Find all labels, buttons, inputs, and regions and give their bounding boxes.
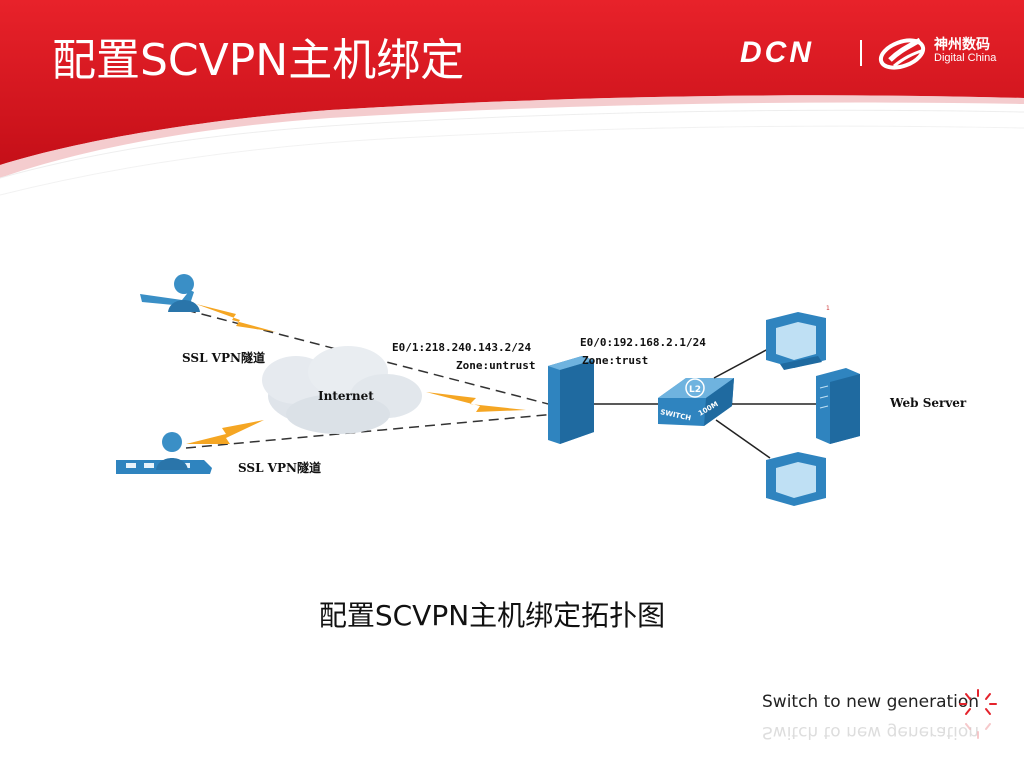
- trust-zone-label: Zone:trust: [582, 354, 648, 367]
- lightning-right: [426, 392, 526, 412]
- company-name-cn: 神州数码: [934, 37, 990, 53]
- tunnel-line-bottom: [185, 413, 557, 449]
- untrust-interface-label: E0/1:218.240.143.2/24: [392, 341, 531, 354]
- cloud-label: Internet: [318, 389, 374, 403]
- tunnel-label-bottom: SSL VPN隧道: [238, 460, 321, 475]
- diagram-marker: 1: [826, 305, 830, 312]
- burst-icon: [959, 689, 997, 739]
- lightning-bottom-left: [186, 420, 264, 444]
- server-label: Web Server: [889, 396, 967, 410]
- untrust-zone-label: Zone:untrust: [456, 359, 535, 372]
- firewall-icon: [548, 356, 594, 444]
- user-icon: [168, 274, 200, 312]
- link-switch-pc-bottom: [715, 419, 771, 459]
- trust-interface-label: E0/0:192.168.2.1/24: [580, 336, 706, 349]
- remote-user-train: [116, 432, 212, 474]
- user-icon: [156, 432, 188, 470]
- pc-icon: [766, 312, 826, 370]
- link-switch-pc-top: [713, 347, 771, 379]
- slogan-reflection: Switch to new generation: [762, 722, 980, 742]
- tunnel-label-top: SSL VPN隧道: [182, 350, 265, 365]
- topology-diagram: Internet SSL VPN隧道 SSL VPN隧道 E0/1:218.24…: [86, 248, 1002, 510]
- remote-user-plane: [140, 274, 200, 312]
- header-banner: [0, 0, 1024, 196]
- internet-cloud-icon: [262, 346, 422, 434]
- pc-icon: [766, 452, 826, 506]
- slogan: Switch to new generation: [762, 692, 980, 712]
- logo-divider: [860, 40, 862, 66]
- company-name-en: Digital China: [934, 52, 997, 64]
- server-icon: [816, 368, 860, 444]
- switch-icon: [658, 378, 734, 426]
- lightning-top-left: [196, 304, 276, 332]
- dcn-logo: DCN: [740, 36, 814, 69]
- plane-icon: [140, 290, 198, 312]
- switch-badge: L2: [689, 385, 701, 395]
- slide-title: 配置SCVPN主机绑定: [52, 35, 465, 86]
- digital-china-emblem-icon: [878, 37, 926, 70]
- diagram-caption: 配置SCVPN主机绑定拓扑图: [318, 599, 666, 632]
